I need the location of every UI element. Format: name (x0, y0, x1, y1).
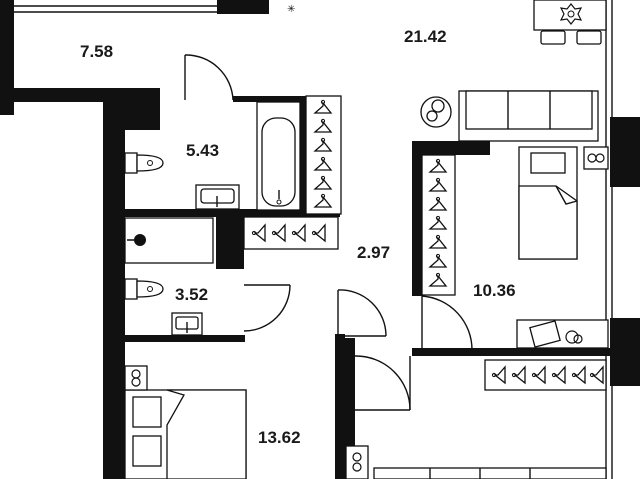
nightstand-icon (583, 146, 609, 170)
lower-wardrobe-icon (484, 359, 607, 391)
room-area-hall: 2.97 (357, 243, 390, 262)
plant-icon (420, 96, 452, 128)
bedroom-left-door-icon (354, 355, 411, 411)
snowflake-icon: ✳ (287, 4, 295, 15)
room-area-living: 21.42 (404, 27, 447, 46)
balcony-fixtures: ✳ (14, 4, 295, 15)
room-area-bath-main: 5.43 (186, 141, 219, 160)
washer-icon (124, 217, 214, 264)
room-area-bedroom-right: 10.36 (473, 281, 516, 300)
room-area-bedroom-left: 13.62 (258, 428, 301, 447)
window-frame (9, 0, 613, 479)
entrance-door-icon (337, 289, 387, 337)
room-area-bath-small: 3.52 (175, 285, 208, 304)
nightstand-left-icon (124, 365, 148, 391)
door-small-bath-icon (243, 284, 291, 332)
hall-wardrobe-icon (243, 216, 339, 250)
sofa-icon (458, 90, 599, 142)
sink-small-icon (171, 312, 203, 336)
door-icon (184, 54, 234, 101)
dining-table-icon (533, 0, 607, 45)
sink-icon (195, 184, 240, 210)
toilet-icon (124, 152, 164, 174)
area-labels: 7.58 21.42 5.43 2.97 3.52 10.36 13.62 (80, 27, 516, 447)
wardrobe-icon (305, 95, 342, 215)
bedroom-wardrobe-icon (421, 154, 456, 296)
desk-icon (516, 319, 609, 349)
bedroom-right-door-icon (421, 295, 473, 351)
toilet-small-icon (124, 278, 164, 300)
bed-left-icon (124, 389, 247, 479)
bed-icon (518, 146, 578, 260)
bottom-furniture-icon (345, 445, 607, 479)
bathtub-icon (256, 101, 301, 211)
room-area-balcony: 7.58 (80, 42, 113, 61)
